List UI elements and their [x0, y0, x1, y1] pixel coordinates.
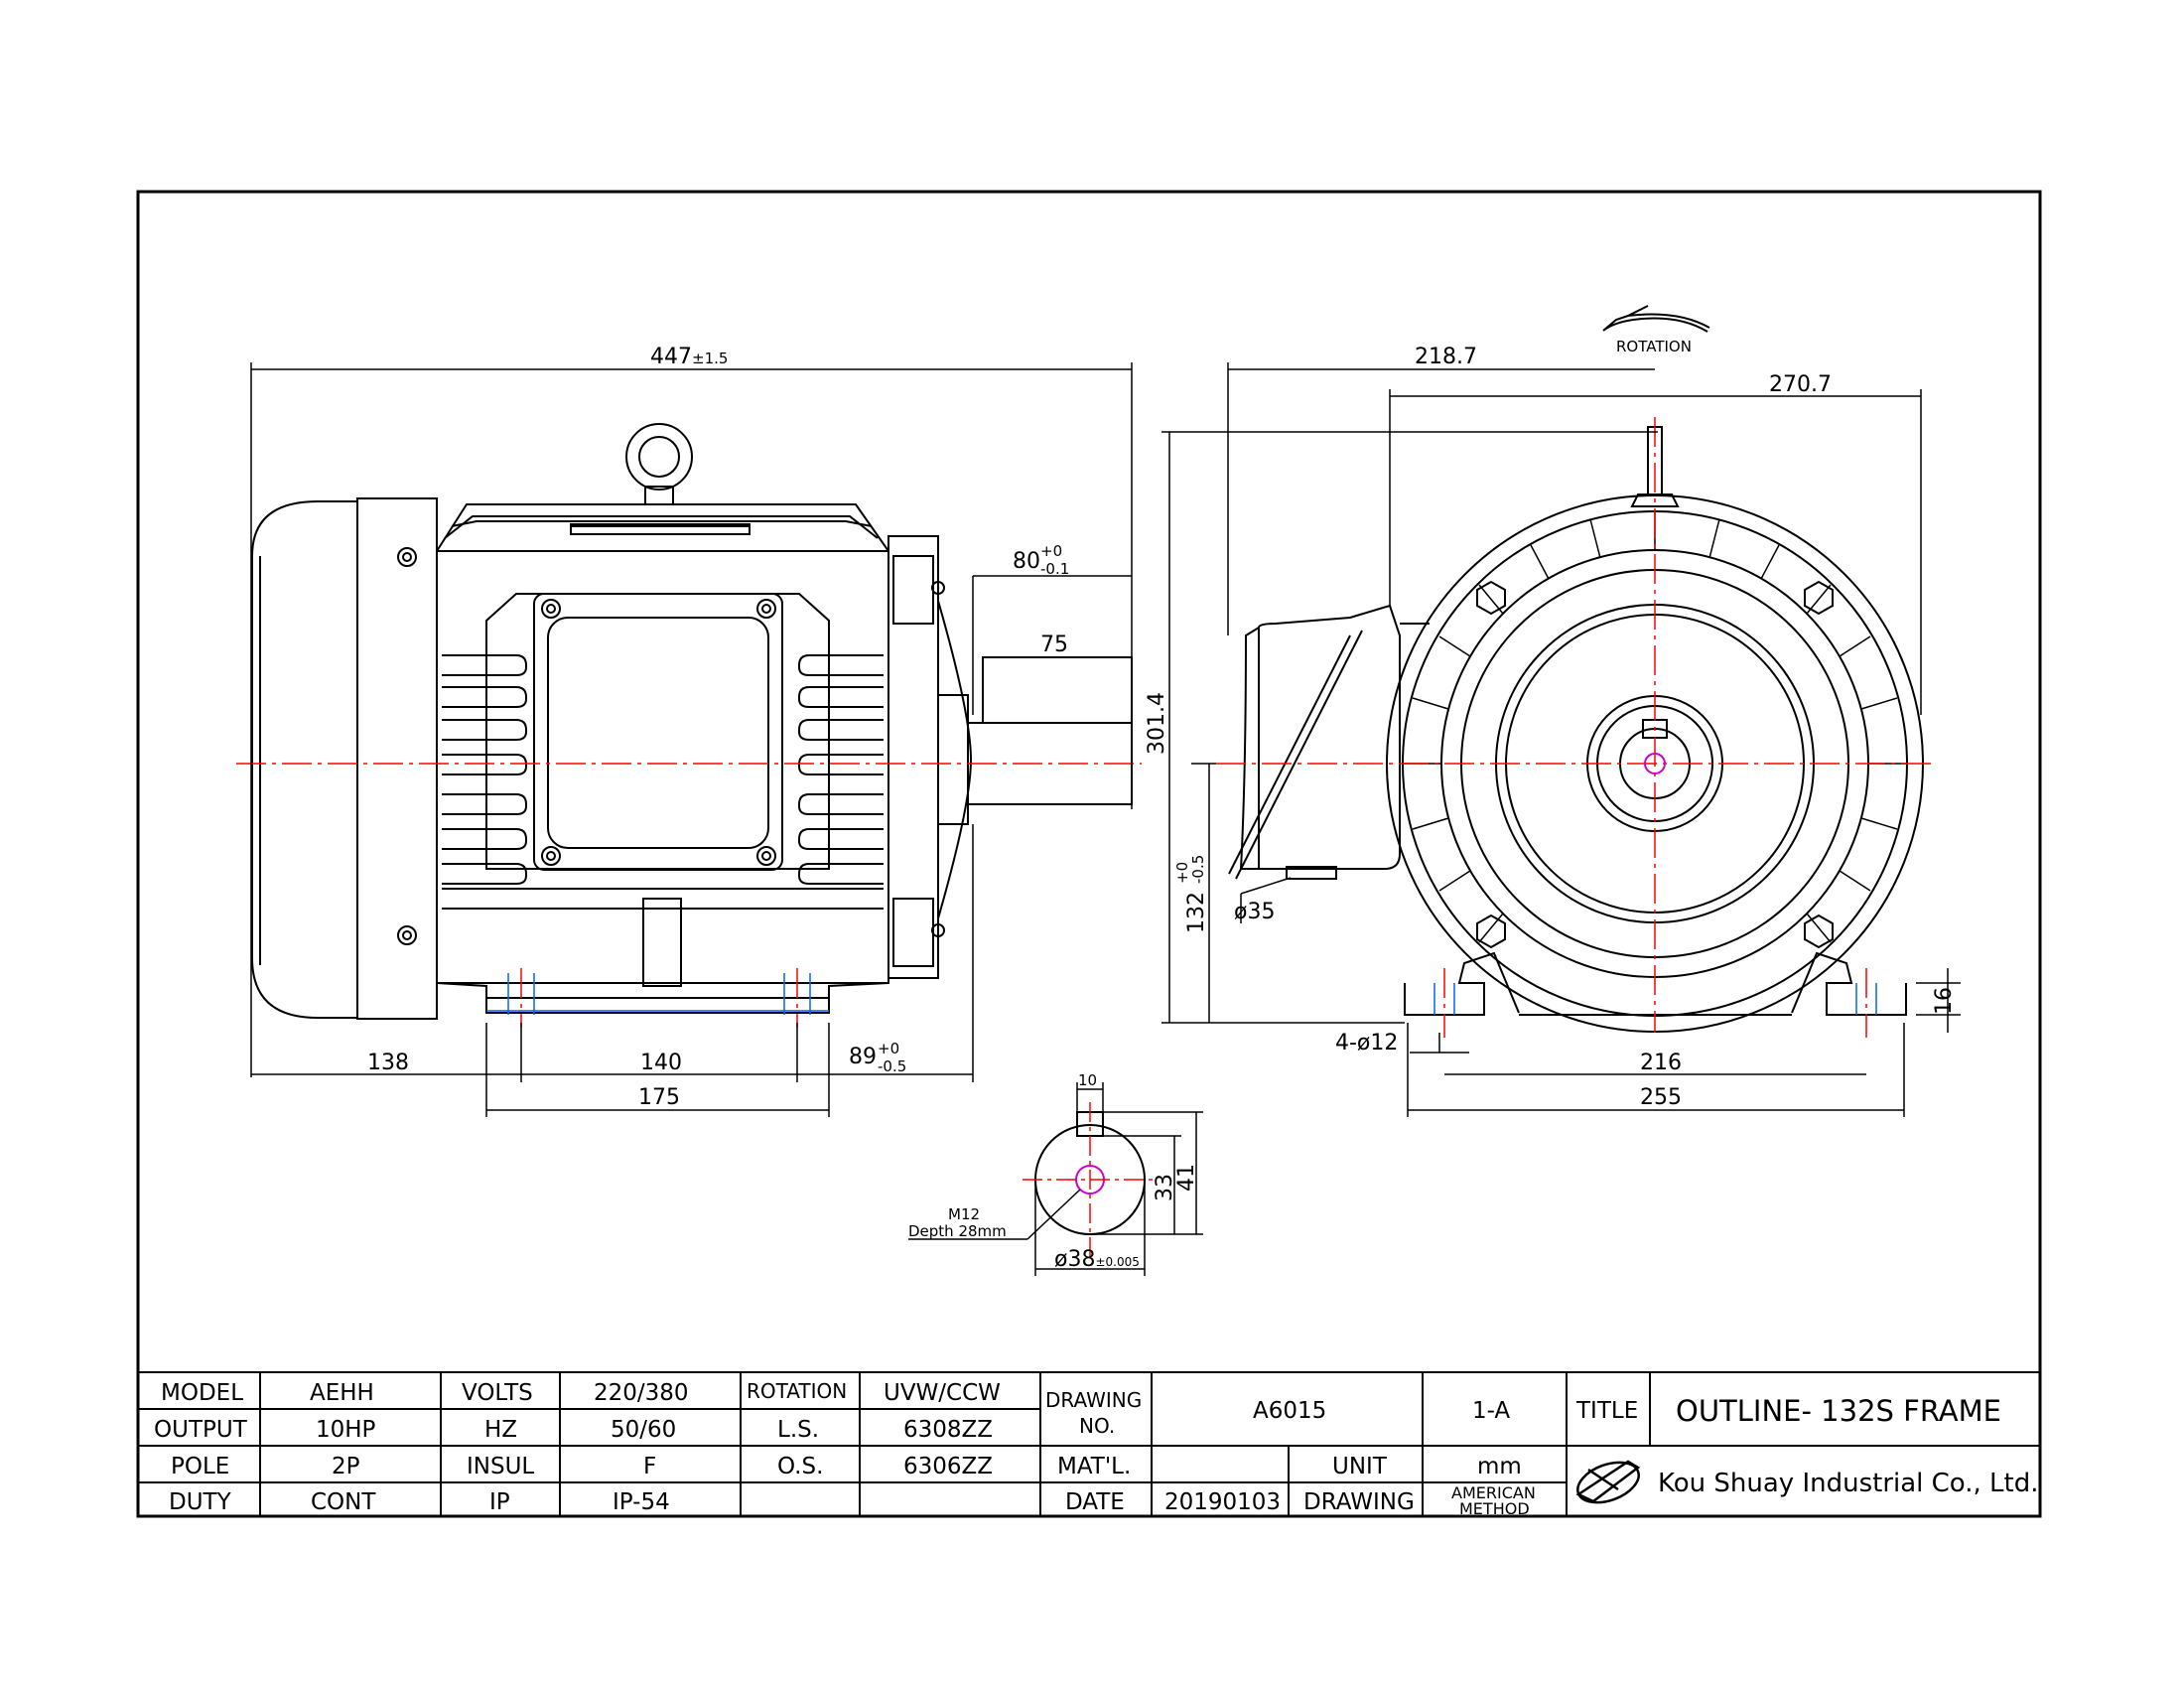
dim-key-width: 10 — [1078, 1071, 1097, 1089]
drawing-border — [136, 190, 2042, 1518]
terminal-box — [485, 593, 830, 871]
dim-foot-hole-to-shoulder-tol-upper: +0 — [878, 1040, 899, 1057]
tb-output-value: 10HP — [316, 1417, 376, 1443]
dim-tap-size: M12 — [948, 1205, 980, 1223]
tb-revision-value: 1-A — [1472, 1398, 1510, 1424]
motor-frame — [436, 550, 889, 984]
dim-rear-to-foot-hole: 138 — [367, 1051, 409, 1075]
front-dimension-lines — [1161, 362, 1961, 1117]
tb-date-value: 20190103 — [1164, 1489, 1281, 1515]
dim-foot-hole-to-shoulder: 89 — [849, 1045, 877, 1069]
shaft-end-centerlines — [1023, 1102, 1157, 1261]
tb-title-label: TITLE — [1575, 1398, 1638, 1424]
front-centerlines — [1216, 417, 1936, 1038]
tb-hz-value: 50/60 — [611, 1417, 676, 1443]
dim-foot-width: 255 — [1640, 1085, 1682, 1110]
dim-shaft-diameter: ø38±0.005 — [1054, 1247, 1140, 1272]
rotation-arrow-icon — [1602, 305, 1710, 333]
dim-shaft-height-tol-upper: +0 — [1173, 862, 1191, 884]
tb-rotation-value: UVW/CCW — [884, 1380, 1001, 1406]
tb-drawing-label: DRAWING — [1303, 1489, 1415, 1515]
tb-method-line-1: AMERICAN — [1451, 1483, 1536, 1502]
company-logo-icon — [1575, 1460, 1641, 1504]
tb-drawing-no-label-1: DRAWING — [1045, 1388, 1142, 1412]
tb-material-label: MAT'L. — [1057, 1454, 1131, 1479]
dim-key-height: 41 — [1174, 1164, 1199, 1192]
lifting-eye — [570, 423, 751, 535]
tb-model-value: AEHH — [310, 1380, 374, 1406]
tb-hz-label: HZ — [484, 1417, 517, 1443]
dim-shaft-extension: 80 — [1013, 549, 1040, 574]
side-dimension-lines — [250, 362, 1133, 1117]
side-foot — [436, 898, 889, 1014]
front-view — [1228, 426, 1924, 1033]
rear-endshield — [356, 497, 438, 1020]
tb-company-name: Kou Shuay Industrial Co., Ltd. — [1658, 1469, 2039, 1498]
tb-duty-value: CONT — [311, 1489, 376, 1515]
dim-foot-hole-spacing: 140 — [640, 1051, 682, 1075]
tb-output-label: OUTPUT — [154, 1417, 248, 1443]
dim-foot-hole-to-shoulder-tol-lower: -0.5 — [878, 1057, 906, 1075]
dim-tap-depth: Depth 28mm — [908, 1222, 1007, 1240]
tb-model-label: MODEL — [161, 1380, 243, 1406]
shaft — [967, 656, 1133, 805]
tb-drawing-no-value: A6015 — [1253, 1398, 1326, 1424]
dim-foot-length: 175 — [638, 1085, 680, 1110]
dim-conduit: ø35 — [1234, 900, 1275, 924]
tb-ls-label: L.S. — [777, 1417, 819, 1443]
dim-shaft-extension-tol-lower: -0.1 — [1040, 560, 1069, 578]
tb-pole-value: 2P — [332, 1454, 360, 1479]
hex-bolts — [1476, 580, 1834, 949]
cooling-fins-right — [798, 654, 884, 885]
rotation-label: ROTATION — [1616, 338, 1692, 355]
side-centerlines — [236, 763, 1142, 1028]
tb-duty-label: DUTY — [169, 1489, 232, 1515]
tb-rotation-label: ROTATION — [747, 1379, 847, 1403]
tb-title-value: OUTLINE- 132S FRAME — [1676, 1394, 2001, 1428]
front-foot-holes — [1433, 983, 1877, 1015]
tb-pole-label: POLE — [171, 1454, 229, 1479]
side-foot-holes — [486, 973, 829, 1015]
dim-shaft-height-tol-lower: -0.5 — [1189, 855, 1207, 884]
dim-shaft-extension-tol-upper: +0 — [1040, 542, 1062, 560]
dim-foot-thickness: 16 — [1932, 987, 1957, 1015]
dim-width-to-fan: 270.7 — [1769, 372, 1832, 397]
tb-os-label: O.S. — [777, 1454, 823, 1479]
dim-front-foot-hole-spacing: 216 — [1640, 1051, 1682, 1075]
tb-ip-value: IP-54 — [613, 1489, 670, 1515]
dim-key-depth: 33 — [1153, 1174, 1177, 1201]
front-terminal-box — [1228, 604, 1430, 880]
tb-unit-label: UNIT — [1332, 1454, 1388, 1479]
dim-foot-holes: 4-ø12 — [1335, 1031, 1398, 1055]
tb-date-label: DATE — [1065, 1489, 1125, 1515]
dim-overall-height: 301.4 — [1145, 692, 1169, 755]
tb-method-line-2: METHOD — [1459, 1499, 1530, 1518]
dim-key-length: 75 — [1040, 633, 1068, 657]
tb-drawing-no-label-2: NO. — [1079, 1414, 1115, 1438]
tb-os-value: 6306ZZ — [903, 1454, 993, 1479]
tb-ip-label: IP — [489, 1489, 510, 1515]
dim-width-to-box: 218.7 — [1415, 345, 1477, 369]
dim-shaft-height: 132 — [1184, 892, 1209, 933]
tb-volts-label: VOLTS — [462, 1380, 533, 1406]
dim-overall-length: 447±1.5 — [650, 345, 728, 369]
tb-insul-value: F — [643, 1454, 656, 1479]
tb-unit-value: mm — [1477, 1454, 1522, 1479]
front-endshield — [887, 535, 973, 979]
tb-ls-value: 6308ZZ — [903, 1417, 993, 1443]
fan-cover — [251, 500, 358, 1019]
shaft-end-dimension-lines — [908, 1082, 1203, 1276]
side-view — [251, 423, 1133, 1020]
title-block — [138, 1371, 2040, 1516]
front-tap-circle — [1644, 753, 1666, 774]
cooling-fins-left — [442, 654, 527, 885]
tb-volts-value: 220/380 — [594, 1380, 689, 1406]
tb-insul-label: INSUL — [467, 1454, 534, 1479]
